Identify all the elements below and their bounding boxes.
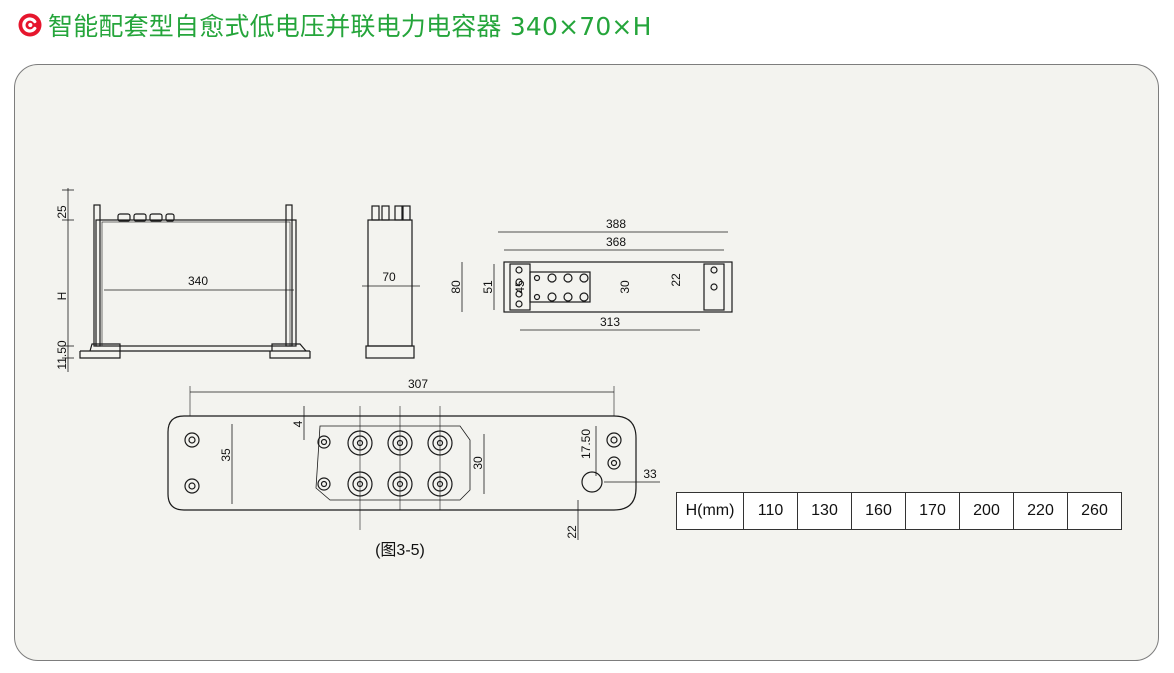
table-cell: 110: [743, 492, 798, 530]
top-mount-label: 368: [606, 235, 626, 249]
page-title: 智能配套型自愈式低电压并联电力电容器 340×70×H: [48, 12, 652, 41]
drawing-panel: [14, 64, 1159, 661]
front-top-height-label: 25: [55, 205, 69, 219]
top-height-label: 80: [449, 280, 463, 294]
top-overall-label: 388: [606, 217, 626, 231]
table-cell: 130: [797, 492, 852, 530]
detail-length-label: 307: [408, 377, 428, 391]
top-block-label: 45: [513, 280, 527, 294]
table-cell: 200: [959, 492, 1014, 530]
top-row-pitch-label: 30: [618, 280, 632, 294]
detail-view: [167, 386, 660, 540]
front-width-label: 340: [188, 274, 208, 288]
detail-left-pitch-label: 35: [219, 448, 233, 462]
red-circle-c-icon: [18, 13, 42, 37]
front-height-label: H: [55, 292, 69, 301]
table-cell: 260: [1067, 492, 1122, 530]
top-right-pitch-label: 22: [669, 273, 683, 287]
side-width-label: 70: [382, 270, 396, 284]
detail-right-offset-label: 17.50: [579, 429, 593, 459]
figure-caption: (图3-5): [375, 542, 425, 559]
side-view: [362, 205, 420, 359]
height-options-table: H(mm) 110 130 160 170 200 220 260: [676, 492, 1122, 530]
table-row: H(mm) 110 130 160 170 200 220 260: [676, 492, 1122, 530]
dimension-labels: 25 H 11.50 340 70 388 368 313 80 51 45 3…: [55, 205, 683, 539]
detail-gap-label: 4: [291, 420, 305, 427]
detail-right-hole-label: 33: [643, 467, 657, 481]
front-view: [62, 188, 311, 372]
top-inner-label: 51: [481, 280, 495, 294]
table-cell: 170: [905, 492, 960, 530]
front-base-height-label: 11.50: [55, 340, 69, 369]
table-header-cell: H(mm): [676, 492, 744, 530]
top-hole-span-label: 313: [600, 315, 620, 329]
detail-bottom-label: 22: [565, 525, 579, 539]
table-cell: 160: [851, 492, 906, 530]
detail-row-pitch-label: 30: [471, 456, 485, 470]
top-view: [461, 231, 733, 331]
table-cell: 220: [1013, 492, 1068, 530]
title-row: 智能配套型自愈式低电压并联电力电容器 340×70×H: [18, 8, 652, 42]
